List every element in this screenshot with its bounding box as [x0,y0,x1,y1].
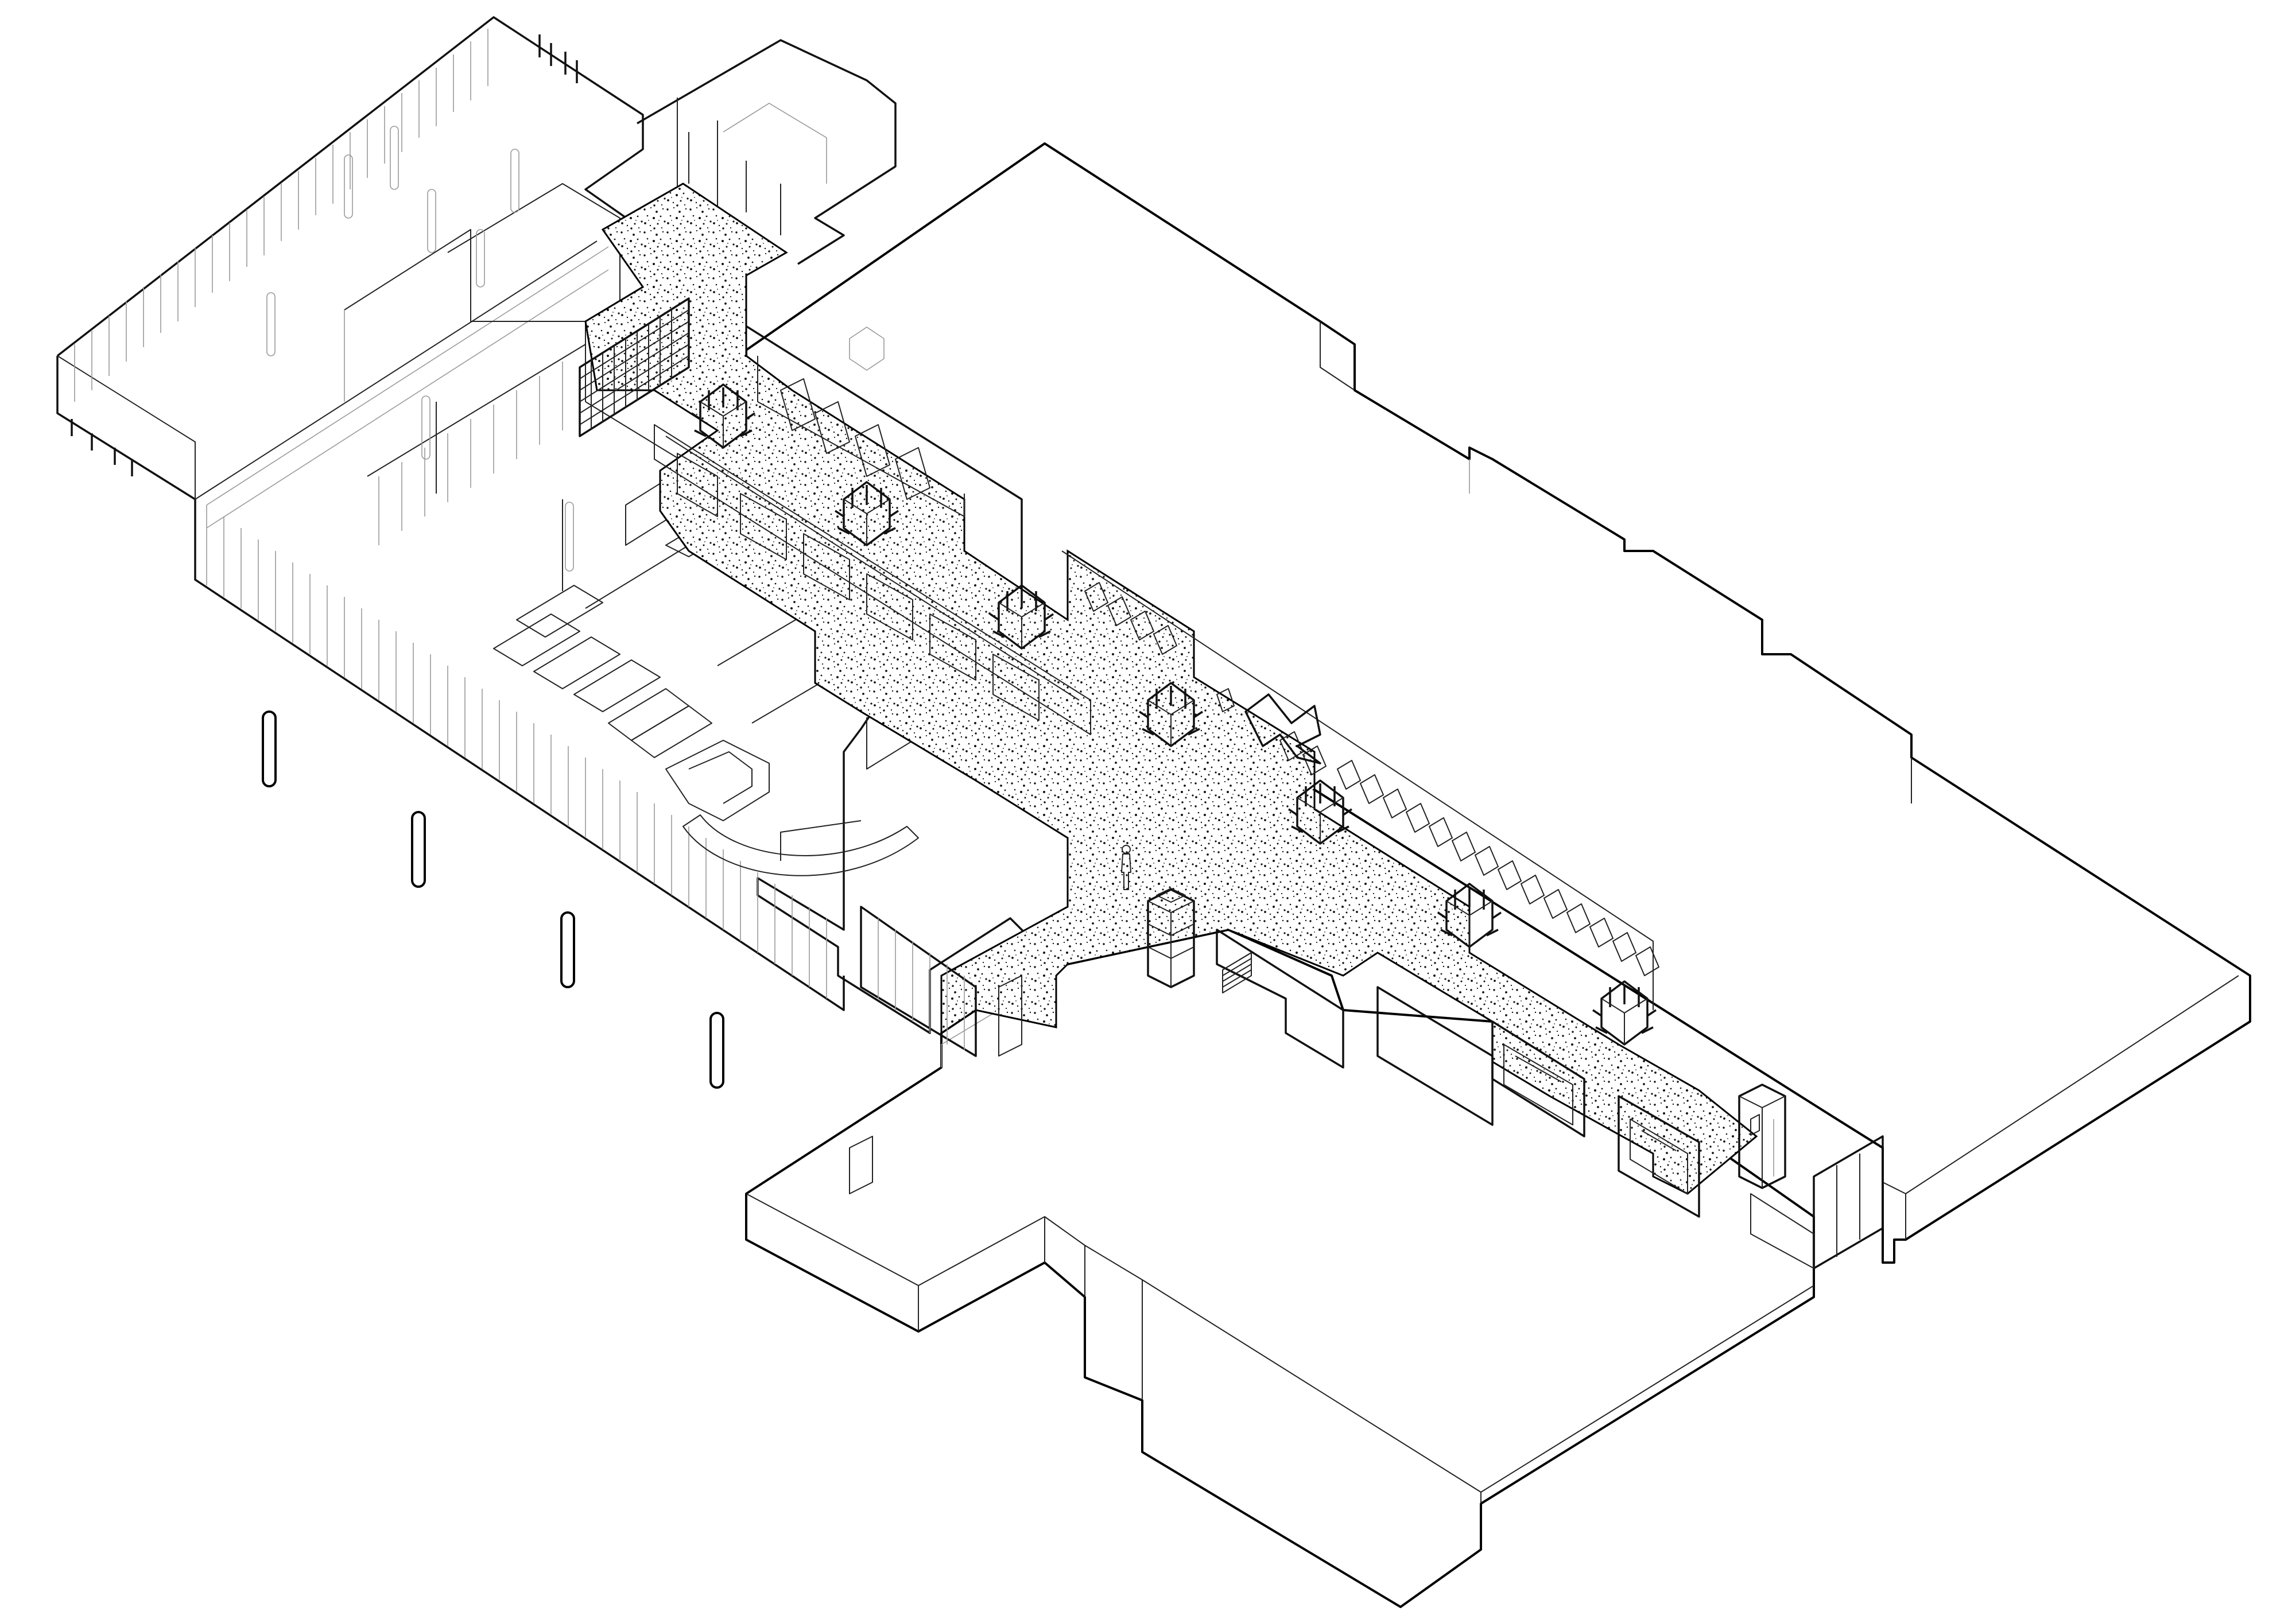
vent-grille [1222,952,1252,988]
chandeliers [691,327,1657,1046]
pillar [411,811,426,888]
left-wall-panels [579,297,1091,735]
pillar [262,710,277,787]
chandelier [835,481,899,546]
chandelier [1288,779,1352,845]
chandelier [1592,980,1657,1046]
right-wall-panels [757,356,1659,1010]
meeting-tables [493,585,689,741]
chandelier [691,383,755,449]
chandelier [990,584,1054,650]
lower-left-glass-room [849,906,1022,1194]
lower-wing-block [745,929,1815,1608]
pillar [709,1012,724,1089]
interior-columns [266,126,574,572]
bookshelf-grid [579,309,689,429]
chandelier [1139,682,1203,747]
pillar [560,911,575,988]
chandelier [1437,883,1502,948]
left-wing-office [56,16,1034,1034]
right-end-cabinet [1738,1084,1884,1269]
chandelier [849,327,885,371]
glass-mullions [74,29,827,999]
right-wing-block [745,142,2251,1264]
wall-artwork [1244,693,1321,764]
human-figure [1121,845,1131,890]
showcases [1216,929,1700,1218]
reception-desk [631,705,919,876]
freestanding-pillars [262,710,724,1089]
lobby-kiosk [1147,888,1195,988]
